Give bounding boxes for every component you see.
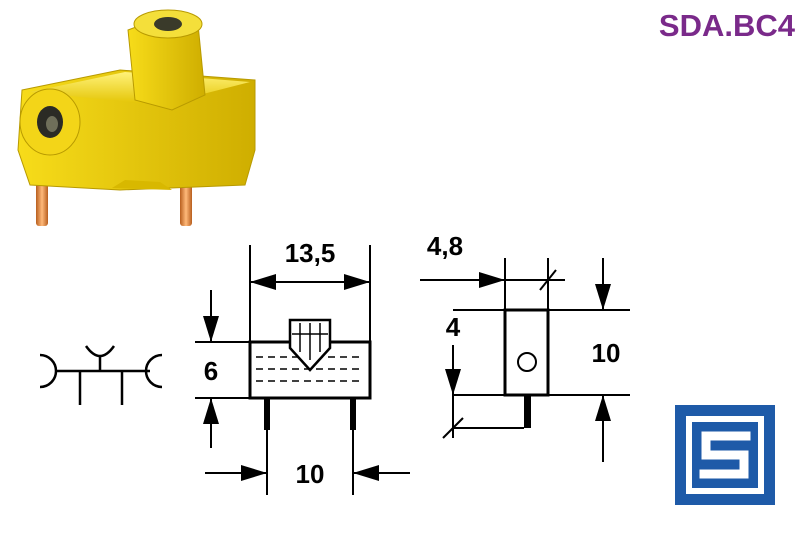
- front-width-dimension: 13,5: [285, 238, 336, 268]
- front-pitch-dimension: 10: [296, 459, 325, 489]
- front-pin-left: [264, 398, 270, 430]
- brand-s-logo-icon: [675, 405, 775, 505]
- side-pin: [524, 395, 531, 428]
- side-offset-dimension: 4: [446, 312, 461, 342]
- side-view-drawing: 4,8 4 10: [420, 231, 630, 462]
- front-view-drawing: 13,5 6 10: [195, 238, 410, 495]
- side-screw-hole: [517, 352, 537, 372]
- part-code-title: SDA.BC4: [658, 8, 795, 43]
- brass-socket-photo: [17, 9, 256, 226]
- side-height-dimension: 10: [592, 338, 621, 368]
- front-pin-right: [350, 398, 356, 430]
- screw-hole-top: [154, 17, 182, 31]
- side-width-dimension: 4,8: [427, 231, 463, 261]
- front-height-dimension: 6: [204, 356, 218, 386]
- socket-pin-left: [36, 182, 48, 226]
- socket-pin-right: [180, 182, 192, 226]
- socket-schematic-symbol-icon: [39, 345, 163, 405]
